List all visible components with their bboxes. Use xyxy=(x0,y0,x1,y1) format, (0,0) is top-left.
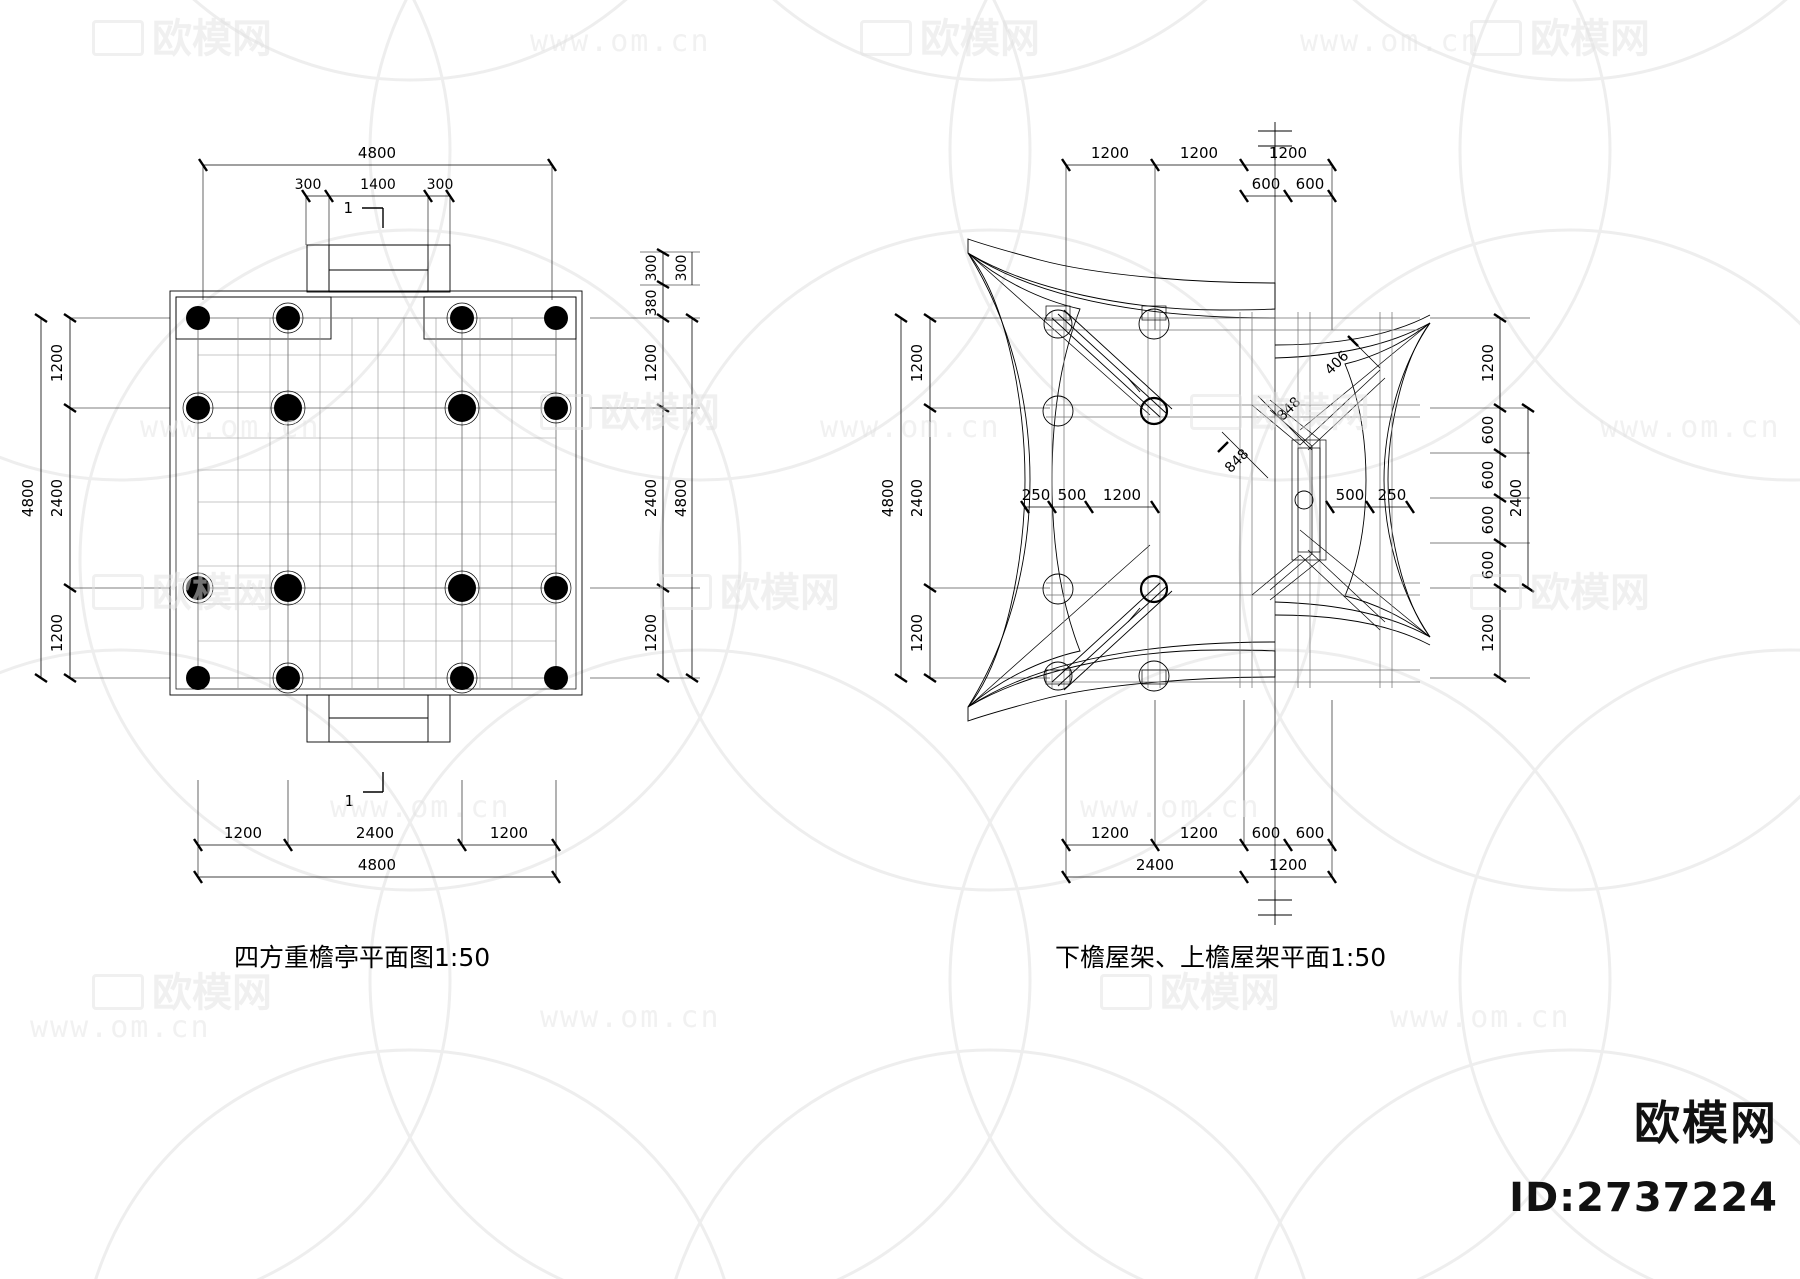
section-mark-top: 1 xyxy=(343,199,384,228)
left-plan-left-dimensions: 1200 2400 1200 4800 xyxy=(19,313,170,683)
dim-text: 1200 xyxy=(48,614,66,652)
dim-text: 600 xyxy=(1252,175,1281,193)
dim-text: 300 xyxy=(427,177,454,193)
dim-text: 1200 xyxy=(908,344,926,382)
dim-text: 1200 xyxy=(1103,486,1141,504)
dim-text: 848 xyxy=(1222,446,1252,476)
right-plan-center-dimensions: 250 500 1200 500 250 xyxy=(1020,486,1415,514)
dim-text: 600 xyxy=(1252,824,1281,842)
dim-text: 1200 xyxy=(642,344,660,382)
lower-roof-frame xyxy=(1045,305,1275,688)
dim-text: 380 xyxy=(644,290,660,317)
right-plan-left-dimensions: 1200 2400 1200 4800 xyxy=(879,313,1050,683)
bottom-step-block xyxy=(306,694,451,743)
drawing-id-label: ID:2737224 xyxy=(1509,1175,1778,1221)
dim-text: 1200 xyxy=(490,824,528,842)
right-plan-right-dimensions: 1200 600 600 600 600 1200 2400 xyxy=(1430,313,1535,683)
column-group-inner xyxy=(270,390,480,606)
dim-text: 1200 xyxy=(224,824,262,842)
diagonal-dimension-labels: 406 848 848 xyxy=(1217,335,1381,479)
dim-text: 600 xyxy=(1479,416,1497,445)
dim-text: 1200 xyxy=(1180,144,1218,162)
dim-text: 4800 xyxy=(879,479,897,517)
dim-text: 500 xyxy=(1336,486,1365,504)
center-axis xyxy=(1258,122,1292,925)
dim-text: 1200 xyxy=(1269,144,1307,162)
dim-text: 1200 xyxy=(1091,824,1129,842)
floor-grid xyxy=(197,317,557,688)
dim-text: 600 xyxy=(1296,824,1325,842)
left-plan-title: 四方重檐亭平面图1:50 xyxy=(234,943,491,972)
dim-text: 406 xyxy=(1322,348,1352,378)
dim-text: 600 xyxy=(1296,175,1325,193)
right-plan-title: 下檐屋架、上檐屋架平面1:50 xyxy=(1055,943,1387,972)
dim-text: 2400 xyxy=(356,824,394,842)
dim-text: 1200 xyxy=(642,614,660,652)
dim-text: 1400 xyxy=(360,177,396,193)
dim-text: 4800 xyxy=(358,144,396,162)
dim-text: 600 xyxy=(1479,461,1497,490)
dim-text: 300 xyxy=(295,177,322,193)
left-plan-right-dimensions: 300 300 380 1200 2400 1200 4800 xyxy=(590,247,700,683)
column-group-outer xyxy=(186,306,568,690)
dim-text: 250 xyxy=(1022,486,1051,504)
dim-text: 2400 xyxy=(1136,856,1174,874)
roof-node-circles xyxy=(1042,308,1314,692)
upper-roof-frame xyxy=(1251,312,1420,688)
dim-text: 500 xyxy=(1058,486,1087,504)
dim-text: 1200 xyxy=(908,614,926,652)
dim-text: 4800 xyxy=(358,856,396,874)
dim-text: 1200 xyxy=(1269,856,1307,874)
dim-text: 1200 xyxy=(1479,344,1497,382)
dim-text: 1200 xyxy=(48,344,66,382)
dim-text: 2400 xyxy=(908,479,926,517)
dim-text: 848 xyxy=(1274,394,1304,424)
hip-ridge-lines xyxy=(967,252,1431,708)
brand-watermark: 欧模网 xyxy=(1634,1096,1778,1150)
left-top-overall-dimension: 4800 xyxy=(198,144,557,300)
dim-text: 600 xyxy=(1479,551,1497,580)
left-top-inner-dimension: 300 1400 300 xyxy=(295,177,455,290)
section-mark-bottom: 1 xyxy=(344,772,384,810)
dim-text: 1200 xyxy=(1180,824,1218,842)
dim-text: 1200 xyxy=(1091,144,1129,162)
right-plan-bottom-dimensions: 1200 1200 600 600 2400 1200 xyxy=(1061,700,1337,884)
left-plan-bottom-dimensions: 1200 2400 1200 4800 xyxy=(193,780,561,884)
right-top-dimension-chain: 1200 1200 1200 600 600 xyxy=(1061,144,1337,330)
dim-text: 600 xyxy=(1479,506,1497,535)
top-step-block xyxy=(306,244,451,293)
section-mark-label: 1 xyxy=(343,199,353,217)
dim-text: 2400 xyxy=(48,479,66,517)
dim-text: 2400 xyxy=(1507,479,1525,517)
dim-text: 250 xyxy=(1378,486,1407,504)
hip-rafters xyxy=(1051,309,1173,691)
dim-text: 4800 xyxy=(19,479,37,517)
dim-text: 1200 xyxy=(1479,614,1497,652)
dim-text: 300 xyxy=(644,255,660,282)
section-mark-label: 1 xyxy=(344,792,354,810)
dim-text: 2400 xyxy=(642,479,660,517)
eave-outline xyxy=(967,238,1431,722)
platform-inline xyxy=(175,296,577,690)
dim-text: 300 xyxy=(674,255,690,282)
dim-text: 4800 xyxy=(672,479,690,517)
